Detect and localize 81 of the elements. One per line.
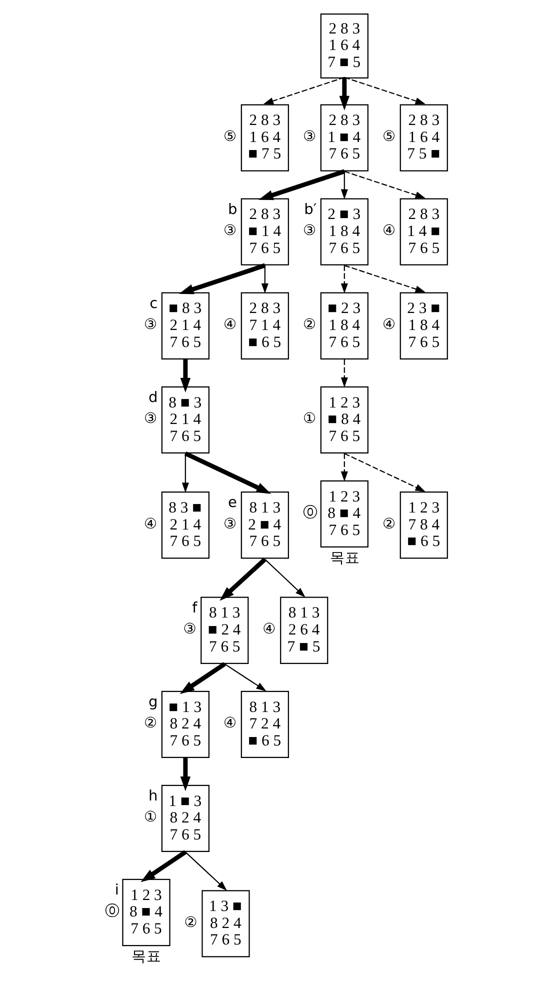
node-label: ③ <box>302 128 316 145</box>
arrow <box>339 76 350 110</box>
node-box: 1 2 3 8 ■ 4 7 6 5 <box>320 480 368 548</box>
node-label: ⓪ <box>104 902 120 920</box>
arrow <box>258 168 346 200</box>
node-label: b′ <box>304 200 317 218</box>
arrow <box>184 450 272 494</box>
node-label: ④ <box>224 714 237 732</box>
node-label: d <box>148 388 158 406</box>
node-box: 8 1 3 7 2 4 ■ 6 5 <box>240 690 289 758</box>
node-box: 1 ■ 3 8 2 4 7 6 5 <box>161 784 210 852</box>
node-label: ④ <box>262 620 276 638</box>
node-label: ③ <box>144 316 158 333</box>
arrow <box>180 662 226 694</box>
arrow <box>179 262 266 294</box>
node-box: 2 8 3 1 6 4 7 5 ■ <box>400 104 448 171</box>
node-box: 8 3 ■ 2 1 4 7 6 5 <box>161 491 210 558</box>
node-label: i <box>114 880 119 898</box>
node-label: ① <box>144 808 158 826</box>
node-box: 2 ■ 3 1 8 4 7 6 5 <box>320 198 368 265</box>
node-label: b <box>228 200 238 218</box>
arrow <box>340 170 348 199</box>
node-label: h <box>148 786 158 804</box>
node-box: 2 8 3 1 ■ 4 7 6 5 <box>320 104 368 171</box>
node-label: e <box>228 494 237 511</box>
arrow <box>264 558 306 597</box>
arrow <box>182 453 189 492</box>
arrow <box>180 758 191 791</box>
node-label: ④ <box>224 316 237 333</box>
arrow <box>263 76 345 104</box>
node-label: ① <box>302 410 316 427</box>
node-label: ② <box>302 316 316 333</box>
node-box: ■ 2 3 1 8 4 7 6 5 <box>320 292 368 359</box>
node-label: ③ <box>224 222 237 239</box>
node-label: ③ <box>144 410 158 427</box>
node-box: 2 8 3 1 6 4 ■ 7 5 <box>240 104 289 171</box>
node-label: ③ <box>302 222 316 239</box>
node-label: ② <box>382 514 396 532</box>
node-box: 1 3 ■ 8 2 4 7 6 5 <box>202 890 250 957</box>
node-label: ④ <box>144 514 158 532</box>
node-label: 목표 <box>132 948 162 965</box>
node-label: f <box>192 598 198 616</box>
node-box: 1 2 3 ■ 8 4 7 6 5 <box>320 386 368 453</box>
node-label: ③ <box>224 514 237 532</box>
node-label: c <box>150 294 158 312</box>
node-label: ② <box>184 913 198 930</box>
arrow <box>344 76 426 104</box>
node-label: 목표 <box>330 549 360 566</box>
arrow <box>340 358 348 387</box>
arrow <box>344 452 426 492</box>
node-label: ② <box>144 714 158 732</box>
node-label: g <box>148 692 158 710</box>
arrow <box>185 851 227 890</box>
node-label: ④ <box>382 222 396 239</box>
arrow <box>344 170 426 198</box>
arrow <box>140 850 187 882</box>
node-box: 1 2 3 7 8 4 ■ 6 5 <box>400 491 448 558</box>
node-box: ■ 8 3 2 1 4 7 6 5 <box>161 292 210 359</box>
node-box: 2 8 3 ■ 1 4 7 6 5 <box>240 198 289 265</box>
node-box: 2 8 3 1 6 4 7 ■ 5 <box>320 13 368 78</box>
node-box: 2 8 3 1 4 ■ 7 6 5 <box>400 198 448 265</box>
node-box: 1 2 3 8 ■ 4 7 6 5 <box>122 878 170 946</box>
arrow <box>344 264 426 292</box>
node-box: 8 1 3 ■ 2 4 7 6 5 <box>200 596 249 664</box>
node-box: 8 1 3 2 6 4 7 ■ 5 <box>280 596 328 664</box>
node-label: ⓪ <box>302 504 318 521</box>
node-box: 8 ■ 3 2 1 4 7 6 5 <box>161 386 210 453</box>
node-label: ⑤ <box>224 128 237 145</box>
node-box: 2 3 ■ 1 8 4 7 6 5 <box>400 292 448 359</box>
arrow <box>220 557 266 600</box>
node-box: 8 1 3 2 ■ 4 7 6 5 <box>240 491 289 558</box>
arrow <box>340 453 348 481</box>
arrow <box>224 663 266 691</box>
arrow <box>340 264 348 293</box>
node-label: ⑤ <box>382 128 396 145</box>
node-box: ■ 1 3 8 2 4 7 6 5 <box>161 690 210 758</box>
node-label: ④ <box>382 316 396 333</box>
node-box: 2 8 3 7 1 4 ■ 6 5 <box>240 292 289 359</box>
node-label: ③ <box>183 620 196 638</box>
arrow <box>261 264 268 293</box>
arrow <box>180 358 191 392</box>
